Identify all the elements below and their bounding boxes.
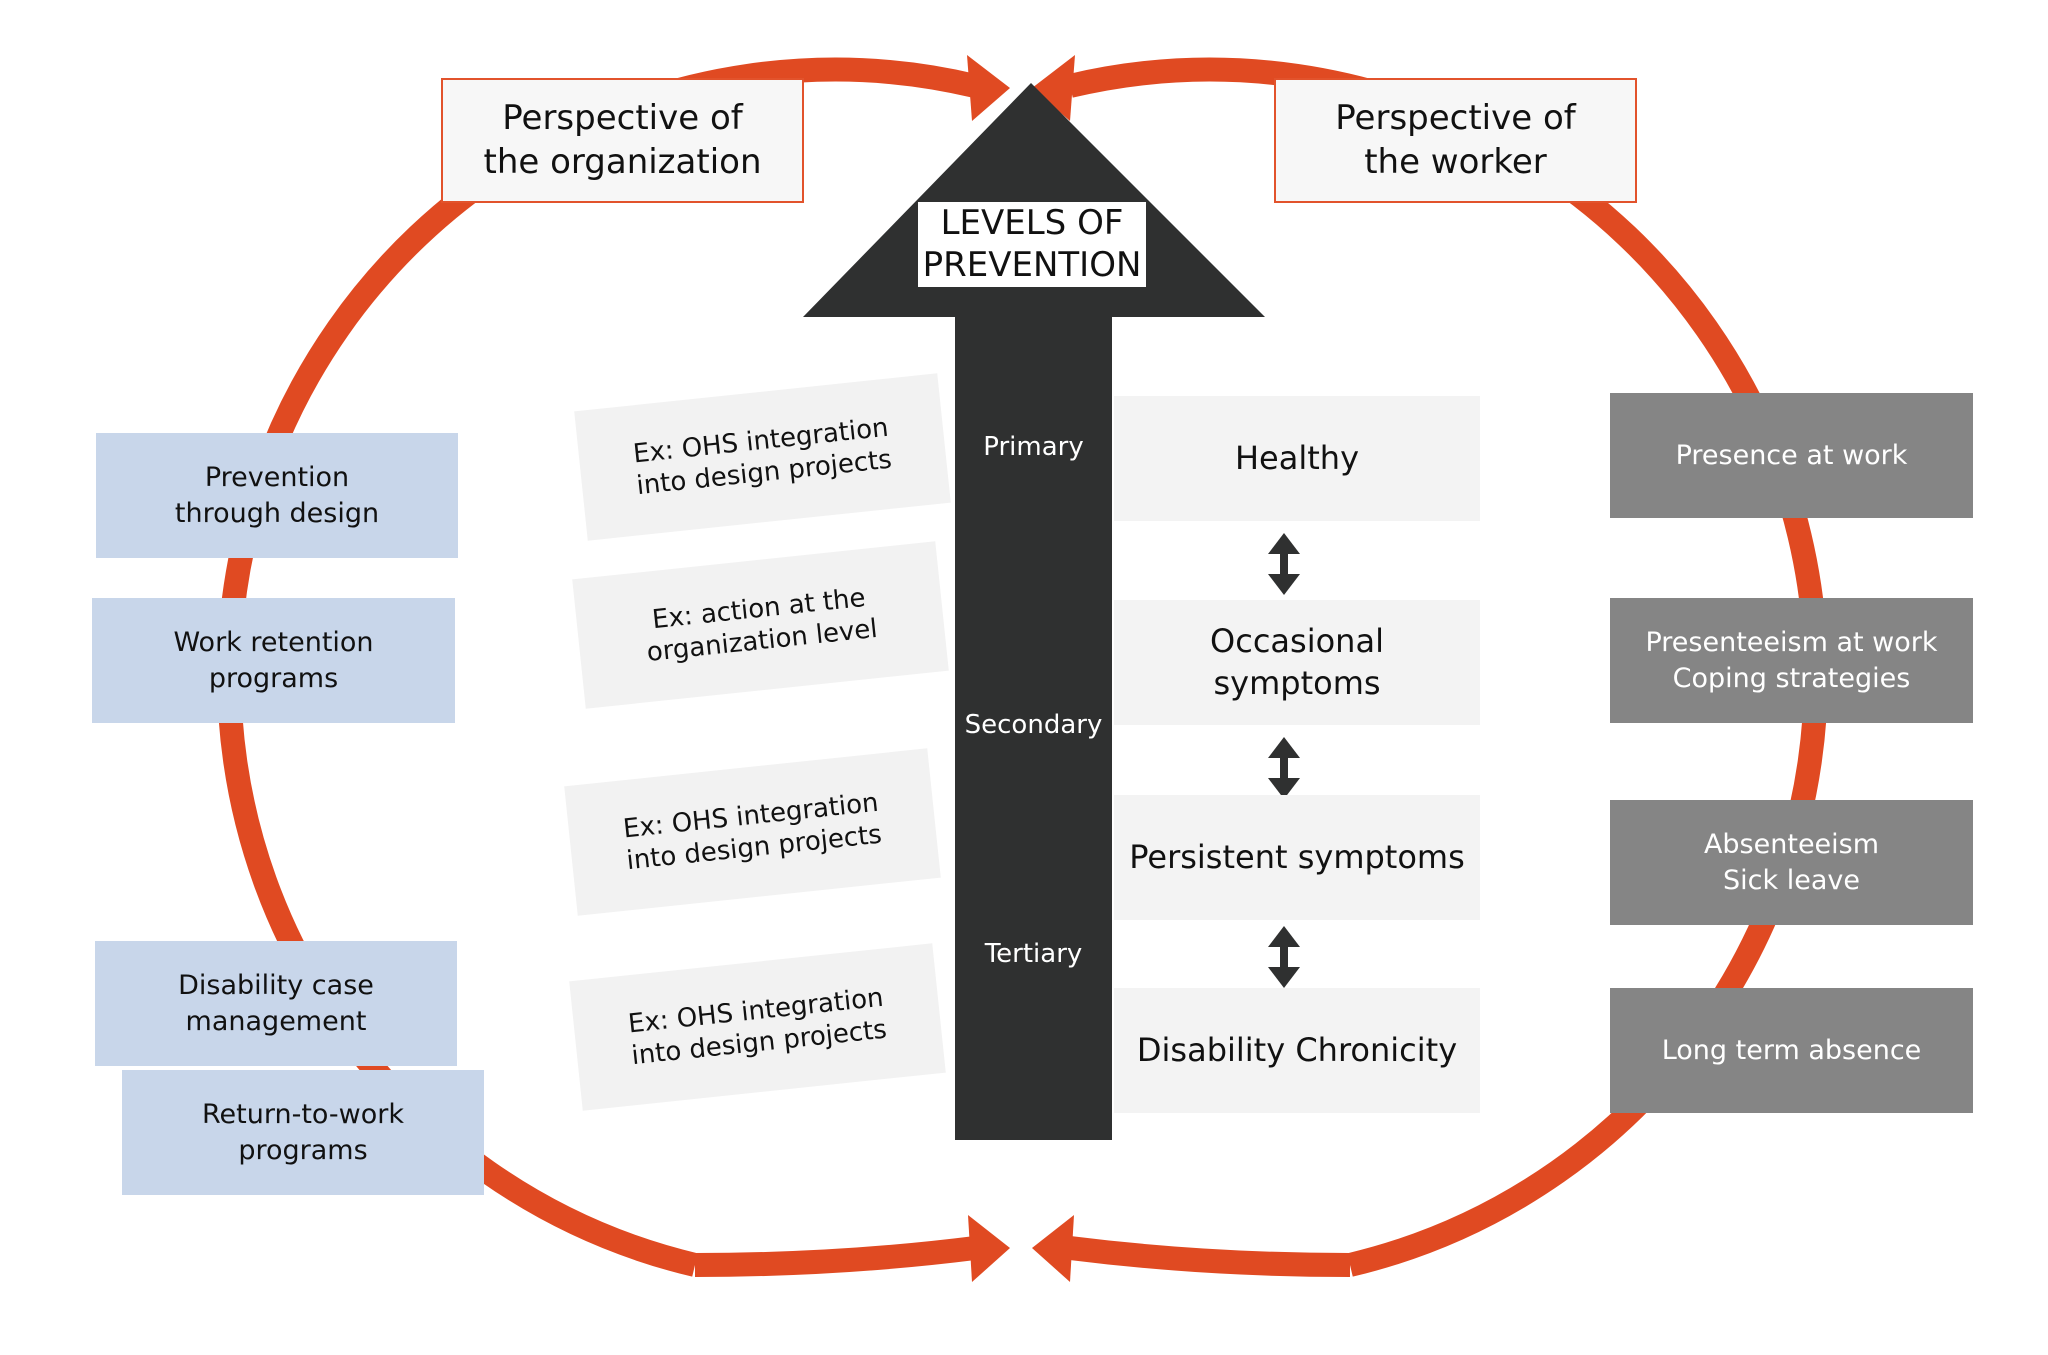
worker-outcome-label: Long term absence — [1661, 1034, 1922, 1066]
worker-outcome-box: Long term absence — [1610, 988, 1973, 1113]
arrowhead-top-left-icon — [967, 55, 1010, 121]
org-program-label: Prevention through design — [174, 462, 380, 529]
worker-outcome-label: Presenteeism at work Coping strategies — [1645, 627, 1938, 694]
double-arrow-icon — [1268, 737, 1300, 799]
health-state-box: Disability Chronicity — [1114, 988, 1480, 1113]
level-secondary-label: Secondary — [964, 710, 1103, 740]
worker-outcome-box: Presence at work — [1610, 393, 1973, 518]
cycle-arrow-left-bottom — [694, 1236, 977, 1277]
health-state-label: Healthy — [1234, 438, 1359, 477]
cycle-arrowheads — [967, 55, 1075, 1282]
health-state-box: Persistent symptoms — [1114, 795, 1480, 920]
double-arrow-icon — [1268, 926, 1300, 988]
levels-of-prevention-arrow — [803, 83, 1265, 1140]
worker-outcome-label: Absenteeism Sick leave — [1703, 829, 1880, 896]
levels-of-prevention-title: LEVELS OF PREVENTION — [918, 202, 1146, 287]
org-program-box: Disability case management — [95, 941, 457, 1066]
state-transition-arrows — [1268, 533, 1300, 988]
perspective-worker-box: Perspective of the worker — [1274, 78, 1637, 203]
health-state-label: Occasional symptoms — [1210, 621, 1384, 702]
cycle-arrow-right-bottom — [1068, 1236, 1351, 1277]
health-state-box: Occasional symptoms — [1114, 600, 1480, 725]
perspective-organization-label: Perspective of the organization — [483, 97, 762, 182]
org-program-label: Work retention programs — [173, 627, 374, 694]
perspective-worker-label: Perspective of the worker — [1335, 97, 1576, 182]
org-program-box: Work retention programs — [92, 598, 455, 723]
health-state-label: Disability Chronicity — [1136, 1030, 1458, 1069]
org-program-box: Prevention through design — [96, 433, 458, 558]
health-state-label: Persistent symptoms — [1129, 837, 1465, 876]
org-program-label: Disability case management — [178, 970, 374, 1037]
example-label: Ex: OHS integration into design projects — [631, 412, 894, 502]
org-program-label: Return-to-work programs — [201, 1099, 405, 1166]
level-primary-label: Primary — [983, 432, 1084, 462]
org-program-box: Return-to-work programs — [122, 1070, 484, 1195]
example-label: Ex: OHS integration into design projects — [626, 982, 889, 1072]
level-tertiary-label: Tertiary — [984, 939, 1083, 969]
arrowhead-bottom-right-icon — [1032, 1215, 1074, 1282]
perspective-organization-box: Perspective of the organization — [441, 78, 804, 203]
arrowhead-bottom-left-icon — [968, 1215, 1010, 1282]
example-label: Ex: OHS integration into design projects — [621, 787, 884, 877]
arrowhead-top-right-icon — [1032, 55, 1075, 121]
worker-outcome-box: Presenteeism at work Coping strategies — [1610, 598, 1973, 723]
example-label: Ex: action at the organization level — [645, 582, 879, 668]
double-arrow-icon — [1268, 533, 1300, 595]
worker-outcome-label: Presence at work — [1675, 439, 1908, 471]
worker-outcome-box: Absenteeism Sick leave — [1610, 800, 1973, 925]
health-state-box: Healthy — [1114, 396, 1480, 521]
